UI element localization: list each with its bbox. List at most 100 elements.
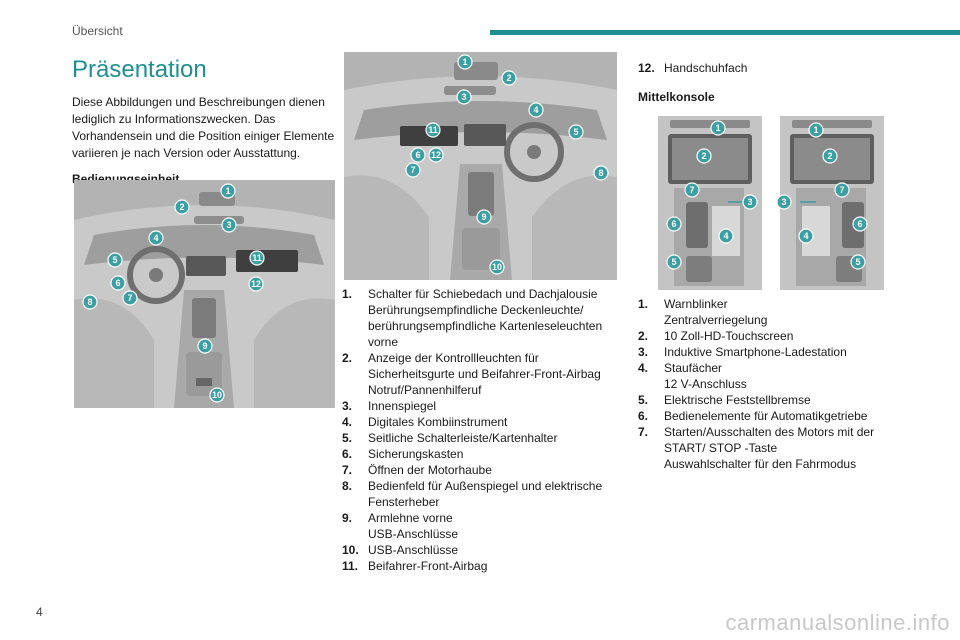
- legend-item: 2.Anzeige der Kontrollleuchten für Siche…: [342, 351, 601, 397]
- svg-text:11: 11: [252, 253, 262, 263]
- svg-text:6: 6: [115, 278, 120, 288]
- marker-12: 12: [248, 276, 264, 292]
- cockpit-illustration-left-hand: 1 2 3 4 5 6 7 8 9 10 11 12: [74, 180, 335, 408]
- svg-text:3: 3: [461, 92, 466, 102]
- svg-text:8: 8: [87, 297, 92, 307]
- legend-item: 10.USB-Anschlüsse: [342, 543, 459, 557]
- legend-item: 3.Innenspiegel: [342, 399, 437, 413]
- marker-2: 2: [174, 199, 190, 215]
- marker-11: 11: [249, 250, 265, 266]
- svg-text:5: 5: [112, 255, 117, 265]
- cockpit-illustration-svg: 1 2 3 4 5 6 7 8 9 10 11 12: [74, 180, 335, 408]
- svg-text:5: 5: [573, 127, 578, 137]
- marker-6: 6: [410, 147, 426, 163]
- marker-1: 1: [457, 54, 473, 70]
- svg-text:4: 4: [533, 105, 538, 115]
- marker-4: 4: [798, 228, 814, 244]
- svg-text:11: 11: [428, 125, 438, 135]
- legend-item: 3.Induktive Smartphone-Ladestation: [638, 345, 847, 359]
- legend-item: 5.Elektrische Feststellbremse: [638, 393, 811, 407]
- marker-4: 4: [528, 102, 544, 118]
- marker-1: 1: [220, 183, 236, 199]
- marker-6: 6: [666, 216, 682, 232]
- marker-5: 5: [568, 124, 584, 140]
- svg-text:2: 2: [827, 151, 832, 161]
- legend-item: 11.Beifahrer-Front-Airbag: [342, 559, 488, 573]
- marker-4: 4: [718, 228, 734, 244]
- legend-item: 6.Sicherungskasten: [342, 447, 464, 461]
- marker-7: 7: [834, 182, 850, 198]
- svg-text:1: 1: [813, 125, 818, 135]
- svg-text:9: 9: [202, 341, 207, 351]
- legend-item: 1.Schalter für Schiebedach und Dachjalou…: [342, 287, 603, 349]
- svg-text:5: 5: [855, 257, 860, 267]
- marker-3: 3: [221, 217, 237, 233]
- svg-text:4: 4: [153, 233, 158, 243]
- marker-5: 5: [850, 254, 866, 270]
- svg-text:8: 8: [598, 168, 603, 178]
- marker-5: 5: [666, 254, 682, 270]
- svg-text:1: 1: [715, 123, 720, 133]
- marker-8: 8: [593, 165, 609, 181]
- marker-6: 6: [852, 216, 868, 232]
- legend-item: 7.Öffnen der Motorhaube: [342, 463, 492, 477]
- marker-10: 10: [209, 387, 225, 403]
- column-mittelkonsole: 12.Handschuhfach Mittelkonsole: [638, 60, 908, 118]
- svg-text:3: 3: [747, 197, 752, 207]
- marker-7: 7: [122, 290, 138, 306]
- svg-text:12: 12: [251, 279, 261, 289]
- marker-2: 2: [822, 148, 838, 164]
- svg-text:5: 5: [671, 257, 676, 267]
- legend-item: 12.Handschuhfach: [638, 61, 748, 75]
- marker-12: 12: [428, 147, 444, 163]
- section-title: Übersicht: [72, 24, 123, 38]
- legend-item: 6.Bedienelemente für Automatikgetriebe: [638, 409, 868, 423]
- svg-text:7: 7: [689, 185, 694, 195]
- cockpit-illustration-right-hand: 1 2 3 4 5 6 7 8 9 10 11 12: [344, 52, 617, 280]
- marker-8: 8: [82, 294, 98, 310]
- svg-text:12: 12: [431, 150, 441, 160]
- svg-text:7: 7: [127, 293, 132, 303]
- legend-item: 8.Bedienfeld für Außenspiegel und elektr…: [342, 479, 603, 509]
- marker-4: 4: [148, 230, 164, 246]
- subheading-mittelkonsole: Mittelkonsole: [638, 90, 715, 104]
- marker-1: 1: [808, 122, 824, 138]
- marker-2: 2: [501, 70, 517, 86]
- legend-item: 5.Seitliche Schalterleiste/Kartenhalter: [342, 431, 558, 445]
- marker-3: 3: [456, 89, 472, 105]
- center-console-svg: 1 2 7 3 6 4 5 1 2 3 7 6 4 5: [656, 116, 886, 290]
- marker-2: 2: [696, 148, 712, 164]
- svg-text:6: 6: [415, 150, 420, 160]
- marker-3: 3: [742, 194, 758, 210]
- intro-paragraph: Diese Abbildungen und Beschreibungen die…: [72, 95, 335, 160]
- marker-9: 9: [197, 338, 213, 354]
- center-console-illustration: 1 2 7 3 6 4 5 1 2 3 7 6 4 5: [656, 116, 886, 290]
- marker-7: 7: [684, 182, 700, 198]
- column-presentation: Präsentation Diese Abbildungen und Besch…: [72, 52, 342, 200]
- svg-text:6: 6: [857, 219, 862, 229]
- legend-item: 4.Digitales Kombiinstrument: [342, 415, 508, 429]
- svg-text:7: 7: [410, 165, 415, 175]
- marker-6: 6: [110, 275, 126, 291]
- legend-item: 2.10 Zoll-HD-Touchscreen: [638, 329, 794, 343]
- marker-11: 11: [425, 122, 441, 138]
- header-accent-bar: [490, 30, 960, 35]
- svg-text:4: 4: [803, 231, 808, 241]
- marker-9: 9: [476, 209, 492, 225]
- marker-10: 10: [489, 259, 505, 275]
- legend-bedienungseinheit: 1.Schalter für Schiebedach und Dachjalou…: [342, 286, 618, 574]
- marker-3: 3: [776, 194, 792, 210]
- svg-text:3: 3: [781, 197, 786, 207]
- marker-7: 7: [405, 162, 421, 178]
- svg-text:9: 9: [481, 212, 486, 222]
- marker-5: 5: [107, 252, 123, 268]
- svg-text:1: 1: [462, 57, 467, 67]
- page-number: 4: [36, 605, 43, 619]
- svg-text:2: 2: [506, 73, 511, 83]
- marker-1: 1: [710, 120, 726, 136]
- svg-text:1: 1: [225, 186, 230, 196]
- svg-text:10: 10: [212, 390, 222, 400]
